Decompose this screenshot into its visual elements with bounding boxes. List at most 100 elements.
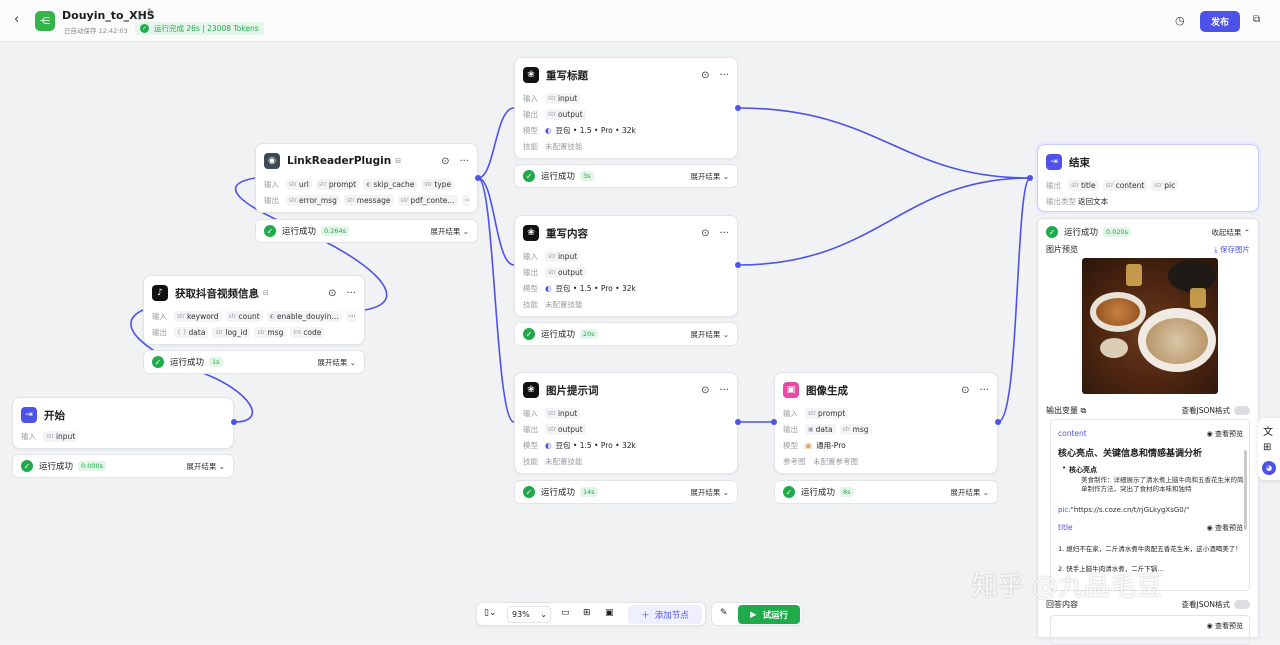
copy-icon[interactable]: ⧉ [1253, 14, 1261, 25]
assistant-icon[interactable]: ◕ [1262, 461, 1276, 475]
check-icon: ✓ [523, 328, 535, 340]
plugin-icon: ◉ [264, 153, 280, 169]
content-heading: 核心亮点、关键信息和情感基调分析 [1058, 449, 1203, 459]
publish-button[interactable]: 发布 [1200, 11, 1240, 32]
info-icon[interactable]: ⓘ [135, 12, 145, 22]
top-bar: ‹ ⋲ Douyin_to_XHS ⓘ ✎ 已自动保存 12:42:03 ✓ 运… [0, 0, 1280, 42]
minimap-icon[interactable]: ▣ [605, 608, 614, 618]
debug-icon[interactable]: ✎ [720, 608, 728, 618]
tiktok-icon: ♪ [152, 285, 168, 301]
image-preview-label: 图片预览 [1046, 245, 1078, 254]
grid-icon[interactable]: ⊞ [1263, 442, 1272, 453]
add-node-button[interactable]: ＋ 添加节点 [628, 605, 702, 624]
run-icon[interactable]: ⊙ [328, 287, 337, 299]
more-icon[interactable]: ··· [346, 287, 356, 299]
more-icon[interactable]: ··· [459, 155, 469, 167]
model-icon: ◐ [545, 440, 552, 450]
expand-result-button[interactable]: 展开结果 ⌄ [690, 487, 729, 497]
view-json-toggle[interactable]: 查看JSON格式 [1182, 599, 1250, 610]
collapse-result-button[interactable]: 收起结果 ⌃ [1211, 227, 1250, 237]
output-port[interactable] [735, 419, 741, 425]
expand-result-button[interactable]: 展开结果 ⌄ [317, 357, 356, 367]
check-icon: ✓ [21, 460, 33, 472]
scrollbar[interactable] [1244, 450, 1247, 530]
image-gen-icon: ▣ [783, 382, 799, 398]
run-icon[interactable]: ⊙ [961, 384, 970, 396]
expand-result-button[interactable]: 展开结果 ⌄ [430, 226, 469, 236]
view-preview-button[interactable]: ◉ 查看预览 [1206, 524, 1243, 532]
edge-linkreader-title [477, 107, 515, 179]
publish-label: 发布 [1210, 18, 1229, 28]
side-toolbar: 文 ⊞ ◕ [1258, 418, 1280, 480]
output-port[interactable] [475, 175, 481, 181]
edge-linkreader-imgprompt [477, 177, 515, 423]
layout-icon[interactable]: ⊞ [583, 608, 591, 618]
edge-imggen-end [997, 177, 1031, 423]
run-toolbar: ✎ ▶ 试运行 [711, 602, 803, 626]
input-port[interactable] [771, 419, 777, 425]
expand-result-button[interactable]: 展开结果 ⌄ [950, 487, 989, 497]
translate-icon[interactable]: 文 [1263, 427, 1273, 438]
run-icon[interactable]: ⊙ [701, 69, 710, 81]
more-icon[interactable]: ··· [979, 384, 989, 396]
watermark: 知乎 @九品毛豆 [972, 572, 1163, 602]
check-icon: ✓ [783, 486, 795, 498]
output-port[interactable] [735, 105, 741, 111]
edit-icon[interactable]: ✎ [147, 8, 155, 18]
more-icon[interactable]: ··· [719, 69, 729, 81]
expand-result-button[interactable]: 展开结果 ⌄ [690, 329, 729, 339]
llm-icon: ❀ [523, 67, 539, 83]
edge-title-end [737, 107, 1031, 179]
expand-result-button[interactable]: 展开结果 ⌄ [186, 461, 225, 471]
output-vars-box: content ◉ 查看预览 核心亮点、关键信息和情感基调分析 核心亮点 • 美… [1050, 419, 1250, 591]
run-icon[interactable]: ⊙ [441, 155, 450, 167]
run-icon[interactable]: ⊙ [701, 384, 710, 396]
run-status-text: 运行完成 26s | 23008 Tokens [154, 24, 259, 33]
edge-content-end [737, 177, 1031, 266]
output-port[interactable] [995, 419, 1001, 425]
output-vars-label: 输出变量 ⧉ [1046, 406, 1087, 415]
back-arrow-icon[interactable]: ‹ [14, 12, 20, 27]
view-preview-button[interactable]: ◉ 查看预览 [1206, 622, 1243, 630]
zoom-select[interactable]: 93%⌄ [507, 606, 551, 623]
mouse-mode-icon[interactable]: ▯⌄ [484, 608, 497, 618]
comment-icon[interactable]: ▭ [561, 608, 570, 618]
canvas-toolbar: ▯⌄ 93%⌄ ▭ ⊞ ▣ ＋ 添加节点 [476, 602, 706, 626]
save-image-button[interactable]: ⤓ 保存图片 [1214, 245, 1250, 254]
output-port[interactable] [735, 262, 741, 268]
end-node-icon: ⇥ [1046, 154, 1062, 170]
input-port[interactable] [1027, 175, 1033, 181]
check-icon: ✓ [1046, 226, 1058, 238]
test-run-button[interactable]: ▶ 试运行 [738, 605, 800, 624]
check-icon: ✓ [264, 225, 276, 237]
view-json-toggle[interactable]: 查看JSON格式 [1182, 405, 1250, 416]
expand-result-button[interactable]: 展开结果 ⌄ [690, 171, 729, 181]
model-icon: ▣ [805, 440, 813, 450]
more-icon[interactable]: ··· [719, 227, 729, 239]
more-icon[interactable]: ··· [719, 384, 729, 396]
view-preview-button[interactable]: ◉ 查看预览 [1206, 430, 1243, 438]
history-icon[interactable]: ◷ [1175, 14, 1185, 27]
model-icon: ◐ [545, 283, 552, 293]
run-status-badge: ✓ 运行完成 26s | 23008 Tokens [135, 22, 264, 35]
output-port[interactable] [231, 419, 237, 425]
run-icon[interactable]: ⊙ [701, 227, 710, 239]
check-icon: ✓ [140, 24, 149, 33]
